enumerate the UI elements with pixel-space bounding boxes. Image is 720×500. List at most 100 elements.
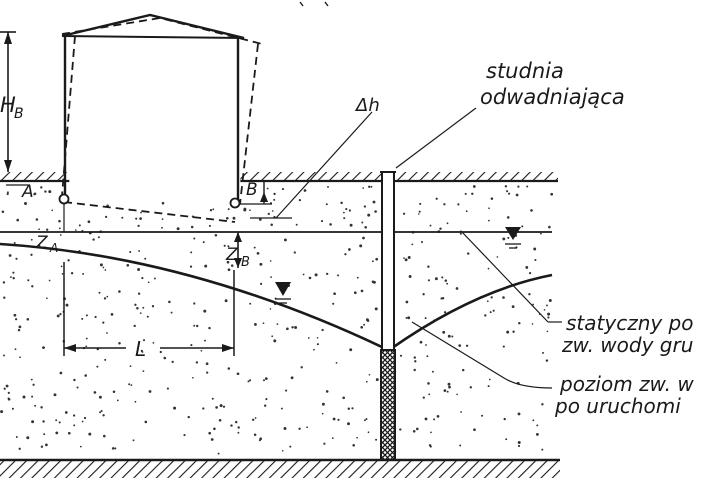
- soil-dot: [58, 421, 61, 424]
- soil-dot: [429, 445, 432, 448]
- soil-dot: [321, 412, 324, 415]
- soil-dot: [18, 447, 21, 450]
- soil-dot: [3, 296, 6, 299]
- soil-dot: [473, 428, 476, 432]
- soil-dot: [254, 417, 257, 419]
- soil-dot: [447, 382, 451, 386]
- settlement-b: Z B: [225, 232, 250, 270]
- soil-dot: [439, 227, 442, 230]
- soil-dot: [103, 297, 107, 300]
- settlement-a-label-sub: A: [49, 241, 58, 255]
- soil-dot: [264, 377, 268, 380]
- soil-dot: [44, 190, 47, 193]
- soil-dot: [236, 372, 240, 376]
- soil-dot: [129, 250, 132, 254]
- soil-dot: [31, 285, 34, 288]
- soil-dot: [14, 348, 17, 351]
- soil-dot: [267, 212, 270, 216]
- soil-dot: [429, 224, 432, 227]
- soil-dot: [139, 217, 142, 220]
- soil-dot: [424, 417, 428, 421]
- soil-dot: [464, 192, 467, 195]
- soil-dot: [225, 216, 229, 220]
- soil-dot: [161, 226, 163, 229]
- soil-dot: [147, 281, 150, 284]
- soil-dot: [420, 240, 424, 244]
- soil-dot: [187, 415, 190, 419]
- soil-dot: [56, 314, 60, 318]
- soil-dot: [3, 387, 6, 390]
- soil-dot: [65, 303, 69, 307]
- point-b-marker: [229, 197, 241, 209]
- soil-dot: [208, 431, 212, 435]
- delta-h-annotation: Δh: [250, 95, 380, 219]
- soil-dot: [24, 202, 27, 205]
- soil-dot: [280, 407, 283, 410]
- soil-dot: [153, 277, 156, 280]
- water-level-icon: [505, 227, 521, 249]
- soil-dot: [126, 263, 130, 267]
- soil-dot: [372, 200, 376, 204]
- soil-dot: [249, 379, 252, 382]
- soil-dot: [359, 244, 363, 248]
- soil-dot: [313, 348, 315, 351]
- soil-dot: [206, 371, 209, 374]
- soil-dot: [343, 217, 346, 220]
- soil-dot: [372, 280, 376, 284]
- soil-dot: [85, 314, 88, 317]
- soil-dot: [465, 344, 469, 347]
- soil-dot: [269, 308, 272, 310]
- point-b-label: B: [246, 180, 258, 200]
- soil-dot: [130, 384, 133, 386]
- soil-dot: [116, 399, 119, 402]
- soil-dot: [335, 362, 338, 364]
- well-label-line1: studnia: [486, 59, 564, 83]
- soil-dot: [348, 209, 352, 212]
- soil-dot: [142, 370, 145, 372]
- soil-dot: [402, 212, 406, 215]
- soil-dot: [72, 414, 76, 417]
- soil-dot: [460, 411, 462, 413]
- soil-dot: [141, 351, 144, 353]
- soil-dot: [81, 420, 84, 423]
- soil-dot: [11, 407, 14, 410]
- soil-dot: [223, 244, 226, 247]
- soil-dot: [325, 203, 328, 206]
- soil-dot: [189, 265, 193, 268]
- soil-dot: [427, 382, 430, 385]
- soil-dot: [546, 330, 549, 333]
- height-label-sub: B: [14, 106, 24, 122]
- point-b: B: [240, 180, 272, 205]
- soil-dot: [364, 226, 367, 229]
- soil-dot: [237, 426, 240, 429]
- soil-dot: [458, 344, 462, 347]
- length-dimension: L: [63, 262, 235, 361]
- soil-dot: [366, 319, 370, 323]
- soil-dot: [273, 339, 277, 343]
- soil-dot: [496, 256, 499, 258]
- soil-dot: [211, 397, 214, 400]
- soil-dot: [40, 445, 44, 448]
- soil-dot: [512, 330, 515, 333]
- length-label: L: [135, 337, 146, 361]
- soil-dot: [176, 227, 180, 231]
- soil-dot: [314, 273, 318, 277]
- delta-h-label: Δh: [354, 95, 380, 116]
- soil-dot: [12, 276, 15, 280]
- soil-dot: [291, 326, 294, 329]
- soil-dot: [102, 414, 105, 417]
- soil-dot: [171, 360, 174, 364]
- soil-dot: [224, 299, 228, 303]
- soil-dot: [308, 276, 312, 280]
- soil-dot: [517, 412, 521, 416]
- height-label: H: [0, 93, 16, 117]
- soil-dot: [26, 318, 30, 321]
- soil-dot: [190, 344, 193, 347]
- soil-dot: [536, 424, 539, 427]
- soil-dot: [548, 299, 552, 302]
- soil-dot: [258, 218, 262, 221]
- soil-dot: [7, 397, 11, 401]
- soil-dot: [17, 328, 21, 332]
- soil-dot: [348, 248, 351, 251]
- soil-dot: [442, 330, 446, 334]
